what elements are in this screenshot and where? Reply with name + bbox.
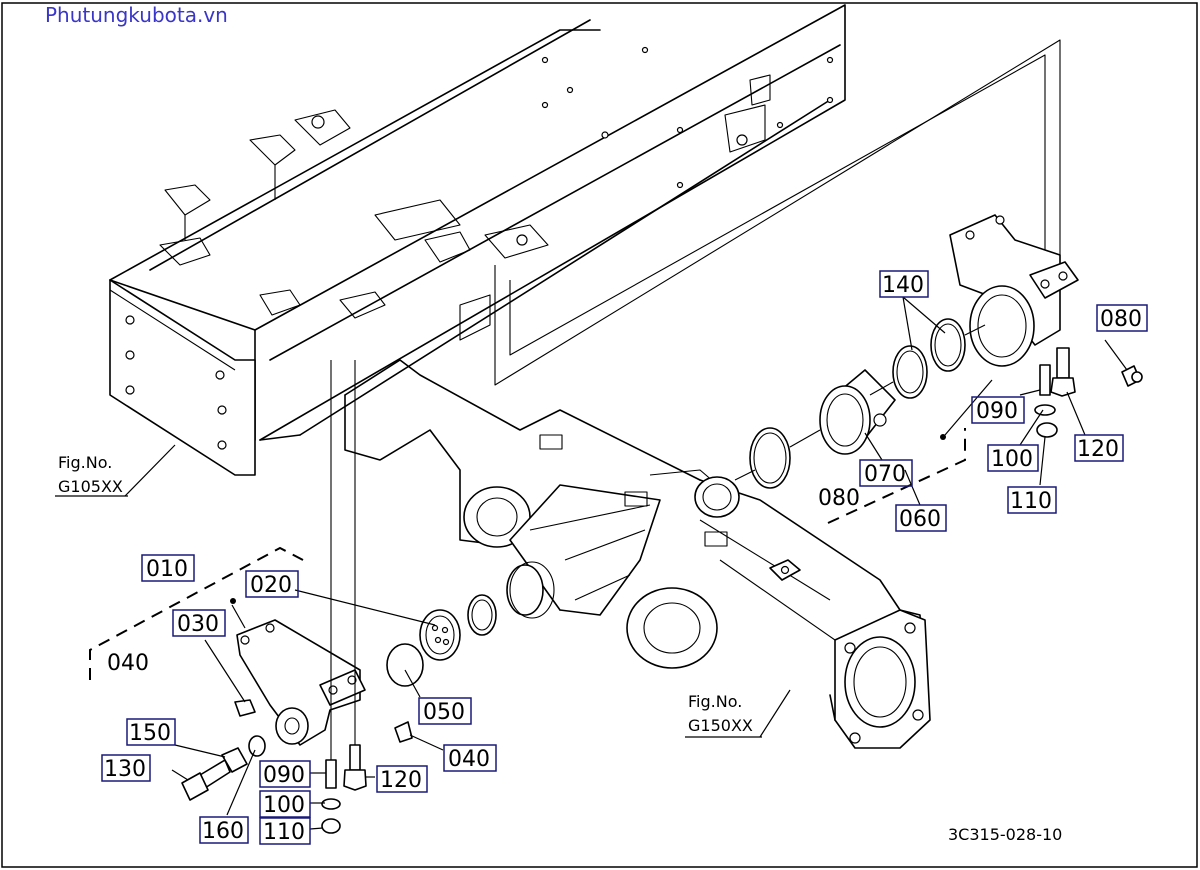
group-outline-080	[827, 428, 966, 524]
svg-text:080: 080	[1100, 307, 1142, 332]
svg-text:070: 070	[864, 462, 906, 487]
chassis-frame-drawing	[109, 4, 1061, 476]
svg-text:G150XX: G150XX	[688, 716, 753, 735]
callout-070[interactable]: 070	[859, 459, 913, 487]
callout-140[interactable]: 140	[879, 270, 929, 298]
callout-090-left[interactable]: 090	[259, 760, 311, 788]
svg-text:090: 090	[263, 763, 305, 788]
callout-100-left[interactable]: 100	[259, 790, 311, 818]
watermark-text: Phutungkubota.vn	[45, 3, 228, 27]
fig-ref-g105xx[interactable]: Fig.No. G105XX	[55, 453, 128, 497]
callout-160[interactable]: 160	[199, 816, 249, 844]
svg-text:040: 040	[448, 747, 490, 772]
callout-060[interactable]: 060	[895, 504, 947, 532]
svg-text:020: 020	[250, 573, 292, 598]
svg-text:030: 030	[177, 612, 219, 637]
callout-030[interactable]: 030	[172, 609, 226, 637]
callout-100-right[interactable]: 100	[987, 444, 1039, 472]
callout-080[interactable]: 080	[1096, 304, 1148, 332]
svg-text:160: 160	[202, 819, 244, 844]
svg-text:010: 010	[146, 557, 188, 582]
svg-text:100: 100	[991, 447, 1033, 472]
svg-text:G105XX: G105XX	[58, 477, 123, 496]
callout-050[interactable]: 050	[418, 697, 472, 725]
front-axle-housing-drawing	[344, 359, 931, 749]
front-bracket-assembly-drawing	[181, 360, 497, 834]
callout-120-right[interactable]: 120	[1074, 434, 1124, 462]
group-label-080: 080	[818, 486, 860, 511]
svg-text:110: 110	[263, 820, 305, 845]
callout-010[interactable]: 010	[141, 554, 195, 582]
svg-text:110: 110	[1010, 489, 1052, 514]
callout-020[interactable]: 020	[245, 570, 299, 598]
svg-text:100: 100	[263, 793, 305, 818]
svg-text:150: 150	[129, 721, 171, 746]
callout-110-right[interactable]: 110	[1007, 486, 1057, 514]
svg-text:Fig.No.: Fig.No.	[58, 453, 112, 472]
svg-text:060: 060	[899, 507, 941, 532]
callout-090-right[interactable]: 090	[971, 396, 1025, 424]
svg-text:120: 120	[380, 768, 422, 793]
rear-bracket-assembly-drawing	[734, 214, 1143, 489]
svg-text:140: 140	[882, 273, 924, 298]
leader-lines	[124, 296, 1128, 830]
group-label-040: 040	[107, 651, 149, 676]
svg-text:050: 050	[423, 700, 465, 725]
figure-code: 3C315-028-10	[948, 825, 1062, 844]
callout-040[interactable]: 040	[443, 744, 497, 772]
svg-text:Fig.No.: Fig.No.	[688, 692, 742, 711]
callout-110-left[interactable]: 110	[259, 817, 311, 845]
svg-text:130: 130	[104, 757, 146, 782]
svg-text:090: 090	[976, 399, 1018, 424]
callout-130[interactable]: 130	[101, 754, 151, 782]
callout-150[interactable]: 150	[126, 718, 176, 746]
callout-120-left[interactable]: 120	[376, 765, 428, 793]
fig-ref-g150xx[interactable]: Fig.No. G150XX	[685, 692, 762, 738]
svg-text:120: 120	[1077, 437, 1119, 462]
